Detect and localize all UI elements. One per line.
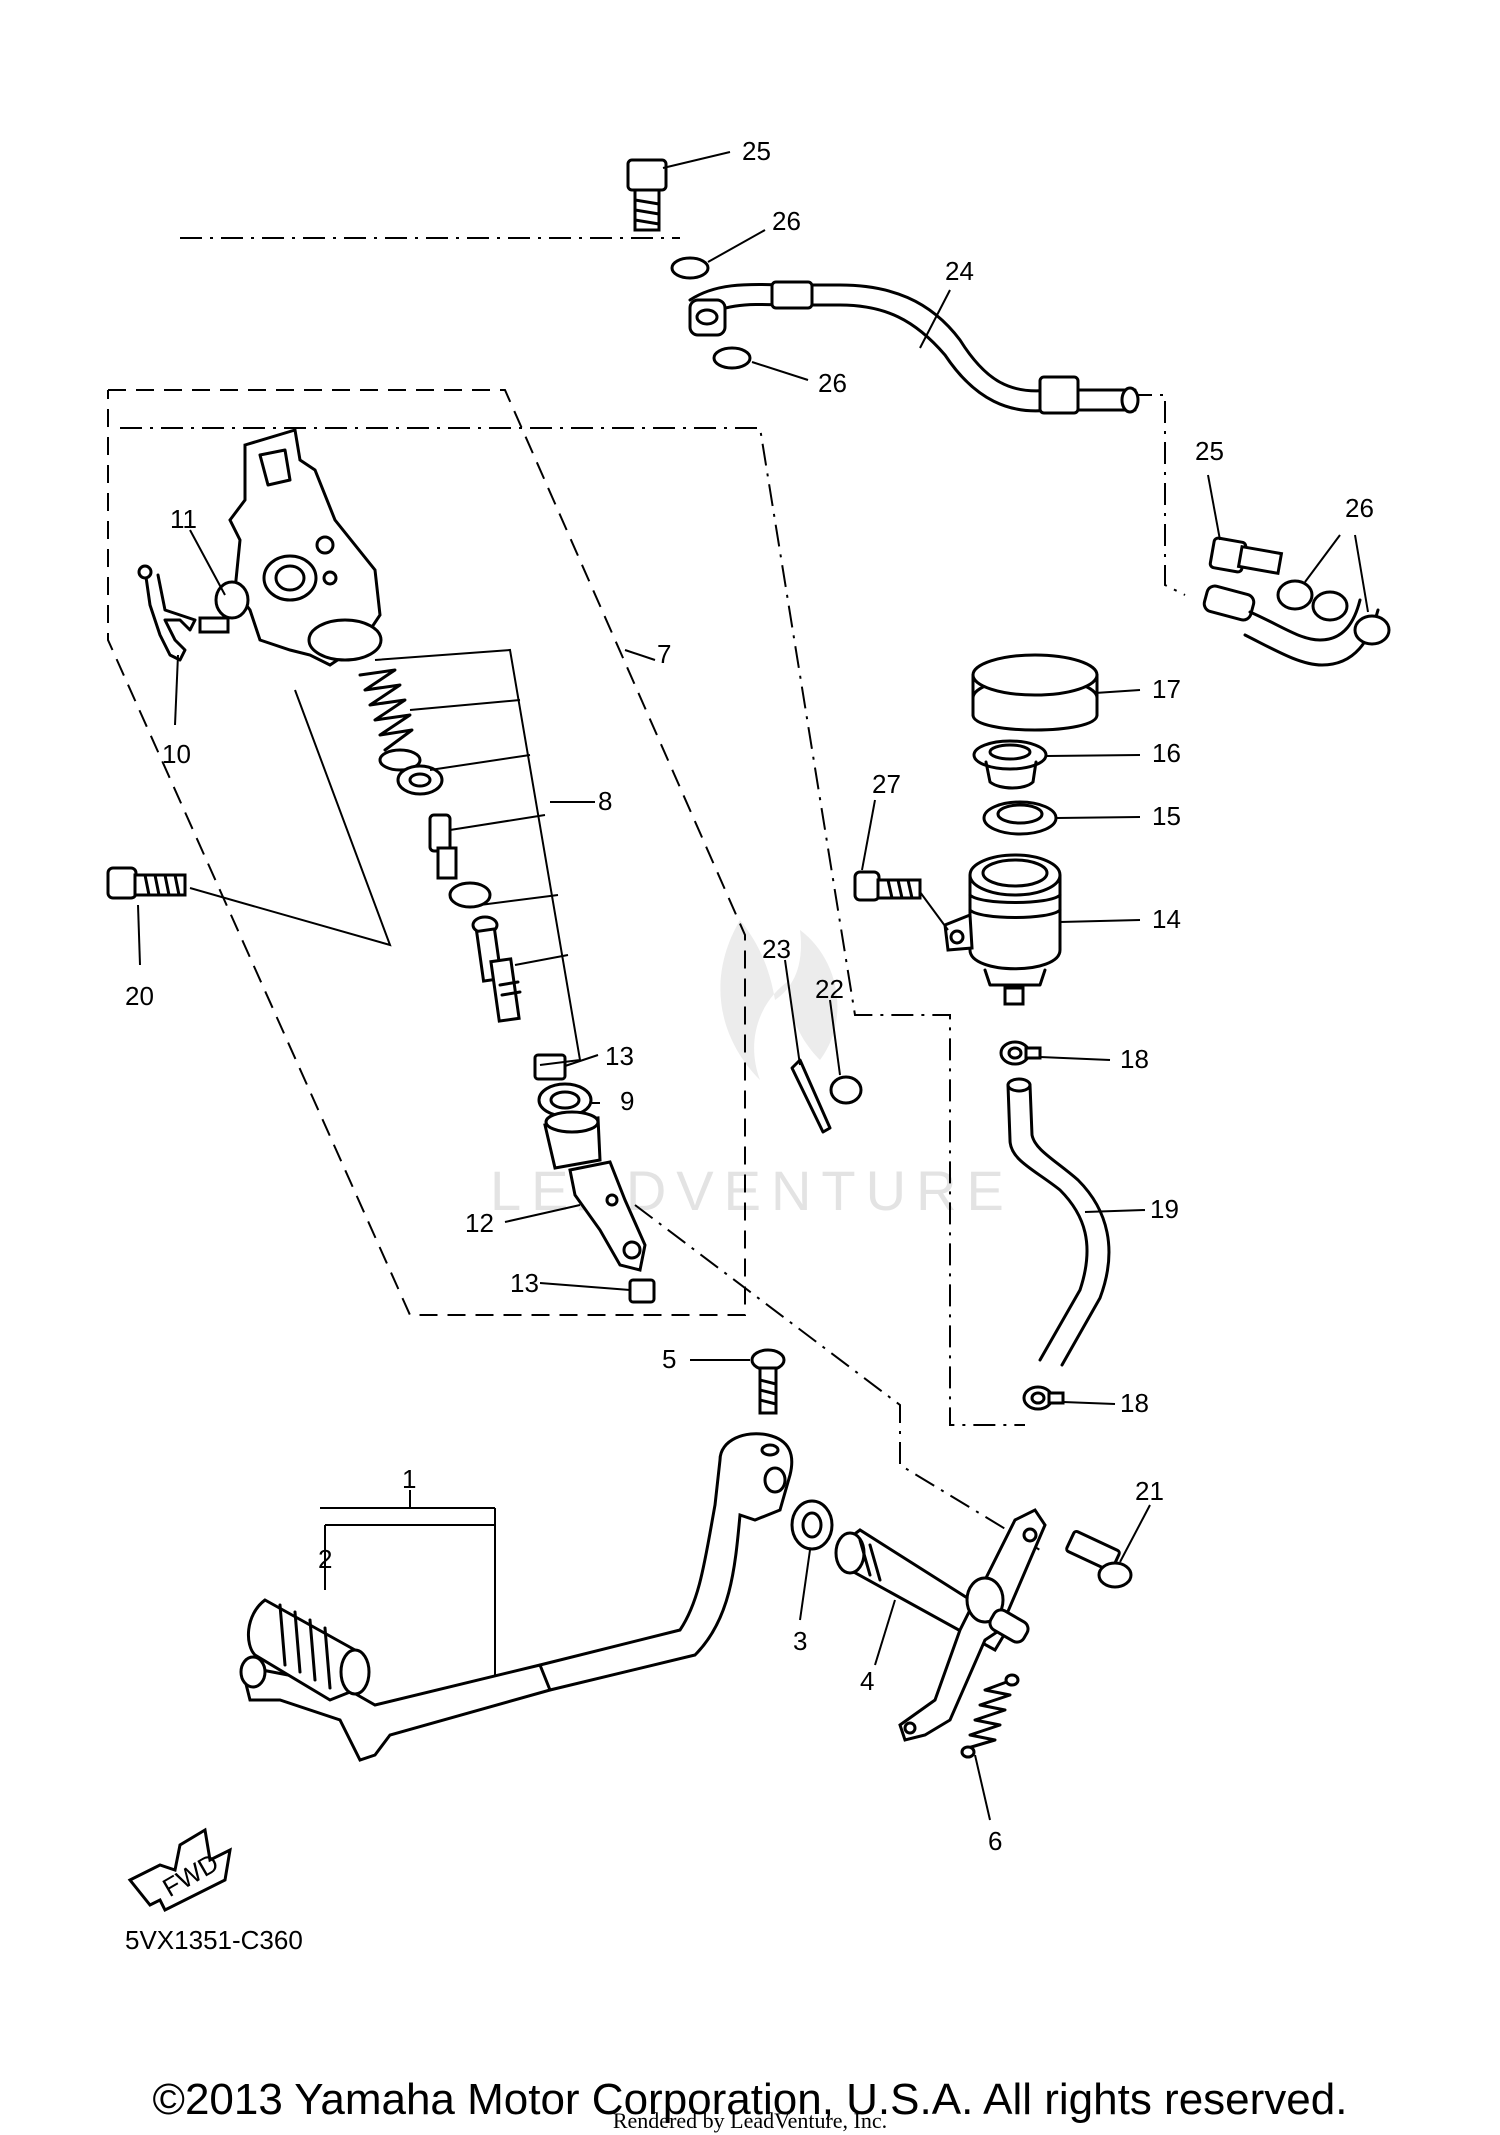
- part-10-clip: [143, 568, 197, 662]
- callout-8: 8: [598, 786, 612, 816]
- clamp-18-lower: [1022, 1385, 1065, 1411]
- diagram-code: 5VX1351-C360: [125, 1925, 303, 1955]
- callout-2: 2: [318, 1544, 332, 1574]
- callout-23: 23: [762, 934, 791, 964]
- diaphragm-16: [972, 739, 1048, 790]
- callout-labels: 25 26 24 26 25 26 11 10 7 17 16 15 27 8 …: [125, 136, 1374, 1856]
- callout-11: 11: [170, 504, 197, 534]
- callout-18: 18: [1120, 1388, 1149, 1418]
- shaft-4: [834, 1508, 1047, 1742]
- rendered-by-text: Rendered by LeadVenture, Inc.: [612, 2108, 888, 2133]
- watermark-text: LEADVENTURE: [490, 1159, 1014, 1222]
- callout-14: 14: [1152, 904, 1181, 934]
- footrest-rubber-2: [246, 1598, 371, 1702]
- watermark: LEADVENTURE: [490, 920, 1014, 1222]
- reservoir-14: [943, 853, 1062, 1006]
- callout-9: 9: [620, 1086, 634, 1116]
- hose-end-right: [1202, 536, 1391, 667]
- clevis-12: [568, 1160, 647, 1272]
- callout-5: 5: [662, 1344, 676, 1374]
- callout-13: 13: [510, 1268, 539, 1298]
- master-cylinder-body: [228, 428, 383, 667]
- callout-26: 26: [818, 368, 847, 398]
- callout-24: 24: [945, 256, 974, 286]
- bolt-20: [106, 866, 187, 900]
- callout-1: 1: [402, 1464, 416, 1494]
- callout-20: 20: [125, 981, 154, 1011]
- callout-16: 16: [1152, 738, 1181, 768]
- washer-26-upper: [670, 256, 710, 280]
- callout-17: 17: [1152, 674, 1181, 704]
- brake-hose-24: [688, 280, 1140, 415]
- callout-22: 22: [815, 974, 844, 1004]
- brake-pedal-1: [239, 1432, 794, 1762]
- washer-22: [829, 1075, 863, 1105]
- callout-26: 26: [1345, 493, 1374, 523]
- union-bolt-25-top: [626, 158, 668, 232]
- leader-7: [624, 649, 656, 661]
- nut-13-upper: [533, 1053, 567, 1081]
- callout-19: 19: [1150, 1194, 1179, 1224]
- internal-parts-8: [358, 668, 522, 1023]
- callout-6: 6: [988, 1826, 1002, 1856]
- cotter-pin-23: [790, 1058, 832, 1134]
- leader-20-bracket: [189, 689, 392, 947]
- reservoir-hose-19: [1006, 1077, 1111, 1367]
- pin-21: [1065, 1529, 1133, 1589]
- plate-15: [982, 800, 1058, 836]
- callout-25: 25: [742, 136, 771, 166]
- callout-10: 10: [162, 739, 191, 769]
- callout-25: 25: [1195, 436, 1224, 466]
- part-11-fitting: [198, 580, 250, 634]
- forward-arrow-icon: FWD: [127, 1827, 232, 1913]
- copyright-text: ©2013 Yamaha Motor Corporation, U.S.A. A…: [152, 2075, 1348, 2124]
- callout-3: 3: [793, 1626, 807, 1656]
- callout-12: 12: [465, 1208, 494, 1238]
- callout-26: 26: [772, 206, 801, 236]
- callout-15: 15: [1152, 801, 1181, 831]
- spring-6: [960, 1673, 1020, 1759]
- callout-21: 21: [1135, 1476, 1164, 1506]
- bracket-8: [374, 648, 595, 1066]
- washer-26-lower: [712, 346, 752, 370]
- reservoir-cap-17: [971, 653, 1099, 732]
- bolt-5: [750, 1348, 786, 1415]
- callout-18: 18: [1120, 1044, 1149, 1074]
- callout-4: 4: [860, 1666, 874, 1696]
- assembly-outlines: [107, 237, 1186, 1551]
- leader-lines: [137, 151, 1369, 1821]
- bolt-27: [853, 870, 922, 902]
- washer-3: [790, 1499, 834, 1551]
- part-10-pin: [137, 564, 153, 580]
- clamp-18-upper: [999, 1040, 1042, 1066]
- callout-13: 13: [605, 1041, 634, 1071]
- callout-7: 7: [657, 639, 671, 669]
- callout-27: 27: [872, 769, 901, 799]
- nut-13-lower: [628, 1278, 656, 1304]
